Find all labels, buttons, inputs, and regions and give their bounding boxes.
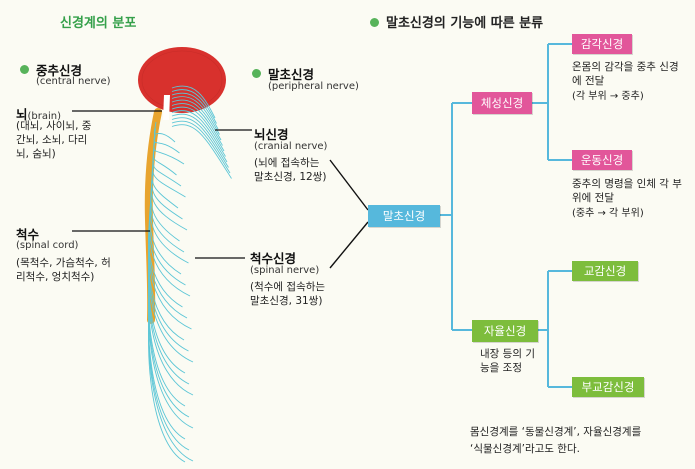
sensory-desc: 온몸의 감각을 중추 신경에 전달 [572, 61, 679, 87]
pns-block: 말초신경 [252, 64, 314, 83]
cranial-english: (cranial nerve) [254, 141, 328, 152]
nerve-lines [148, 85, 232, 463]
box-sympathetic: 교감신경 [572, 261, 638, 281]
spinal-cord-english: (spinal cord) [16, 240, 79, 251]
brain-label: 뇌 [16, 107, 28, 122]
note-line-1: 몸신경계를 ‘동물신경계’, 자율신경계를 [470, 426, 642, 438]
spinal-nerve-line [149, 193, 189, 264]
cranial-nerve-line [171, 89, 217, 124]
pns-label: 말초신경 [268, 67, 315, 82]
spinal-nerve-line [151, 167, 183, 220]
spinal-nerve-line [148, 271, 194, 396]
left-title: 신경계의 분포 [60, 16, 137, 31]
box-motor: 운동신경 [572, 150, 632, 170]
bullet-icon [252, 69, 261, 78]
spinal-nerve-line [152, 154, 186, 198]
right-title: 말초신경의 기능에 따른 분류 [386, 16, 544, 31]
spinal-nerve-line [153, 134, 185, 165]
pns-english: (peripheral nerve) [268, 81, 359, 92]
spinal-nerve-line [148, 225, 188, 319]
brain-desc: (대뇌, 사이뇌, 중간뇌, 소뇌, 다리뇌, 숨뇌) [16, 120, 92, 160]
spinal-nerve-label: 척수신경 [250, 251, 297, 266]
cranial-nerve-line [171, 113, 228, 163]
cranial-nerve-line [171, 103, 223, 146]
bullet-icon [370, 18, 379, 27]
cns-english: (central nerve) [36, 76, 111, 87]
cranial-nerve-line [171, 85, 216, 119]
spinal-cord-desc: (목척수, 가슴척수, 허리척수, 엉치척수) [16, 257, 111, 283]
cranial-nerve-line [171, 92, 219, 130]
spinal-nerve-line [150, 173, 188, 231]
spinal-nerve-line [151, 160, 179, 209]
cranial-nerve-line [171, 96, 220, 135]
spinal-nerve-line [148, 232, 192, 330]
cns-block: 중추신경 [20, 60, 82, 79]
cns-label: 중추신경 [36, 63, 83, 78]
spinal-nerve-line [153, 128, 180, 154]
right-title-block: 말초신경의 기능에 따른 분류 [370, 12, 543, 31]
spinal-nerve-line [148, 303, 190, 451]
brain-shape [138, 47, 226, 113]
cranial-nerve-line [171, 120, 231, 174]
spinal-cord-label: 척수 [16, 227, 40, 242]
spinal-nerve-line [148, 251, 194, 363]
box-sensory: 감각신경 [572, 34, 632, 54]
spinal-nerve-desc: (척수에 접속하는 말초신경, 31쌍) [250, 281, 326, 307]
spinal-nerve-line [152, 147, 182, 187]
spinal-nerve-line [148, 245, 189, 352]
spinal-nerve-line [148, 264, 190, 385]
motor-path: (중추 → 각 부위) [572, 208, 644, 219]
cranial-nerve-line [171, 99, 222, 141]
cranial-nerve-line [171, 124, 232, 179]
box-somatic: 체성신경 [472, 92, 532, 114]
spinal-nerve-line [148, 316, 186, 463]
autonomic-desc: 내장 등의 기능을 조정 [480, 348, 535, 374]
cranial-nerve-line [171, 110, 226, 157]
spinal-nerve-line [150, 180, 180, 242]
spinal-nerve-line [150, 186, 185, 253]
sensory-path: (각 부위 → 중추) [572, 91, 644, 102]
spinal-nerve-line [148, 238, 185, 341]
spinal-nerve-line [152, 141, 177, 176]
spinal-nerve-english: (spinal nerve) [250, 265, 320, 276]
spinal-nerve-line [148, 219, 183, 308]
spinal-nerve-line [153, 121, 176, 143]
box-peripheral: 말초신경 [368, 205, 440, 227]
cranial-label: 뇌신경 [254, 127, 289, 142]
motor-desc: 중추의 명령을 인체 각 부위에 전달 [572, 178, 682, 204]
cranial-nerve-line [171, 106, 225, 152]
cranial-nerve-line [171, 117, 229, 168]
brain-english: (brain) [27, 111, 62, 122]
box-autonomic: 자율신경 [472, 320, 538, 342]
cranial-desc: (뇌에 접속하는 말초신경, 12쌍) [254, 157, 327, 183]
brain-block: 뇌(brain) [16, 104, 61, 123]
note-line-2: ‘식물신경계’라고도 한다. [470, 443, 580, 455]
spinal-nerve-line [148, 277, 186, 407]
bullet-icon [20, 65, 29, 74]
box-parasympathetic: 부교감신경 [572, 377, 644, 397]
spinal-nerve-line [148, 258, 186, 374]
